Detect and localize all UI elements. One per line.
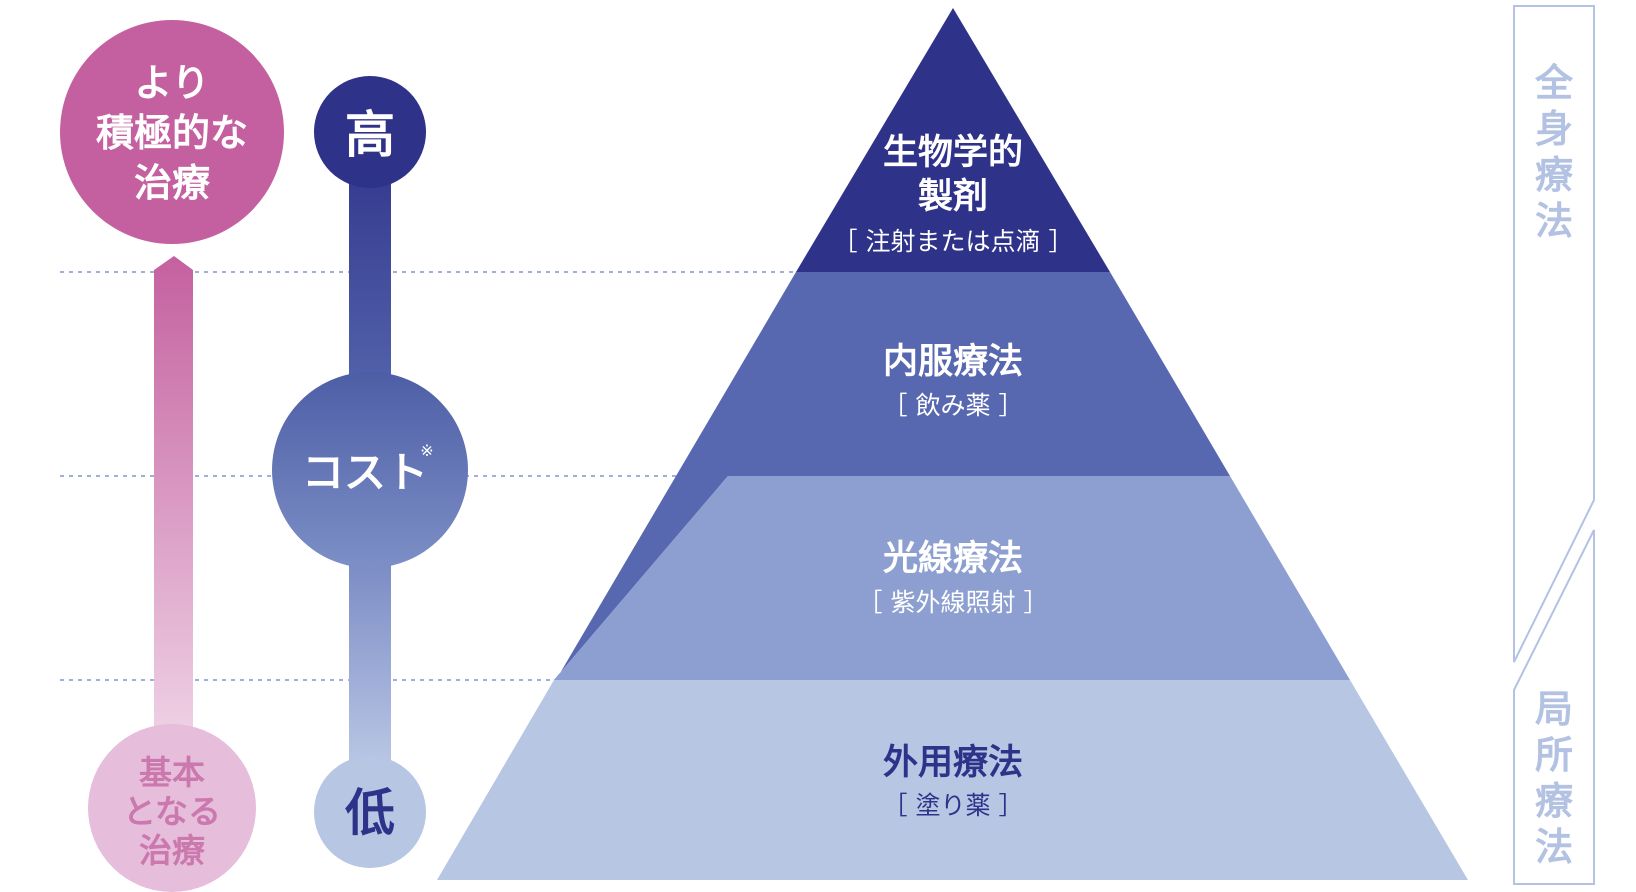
local-char-1: 局 [1535,687,1573,731]
tier-topical-title: 外用療法 [883,743,1023,783]
top-circle-active-treatment [60,20,284,244]
bottom-circle-line1: 基本 [139,753,205,792]
systemic-bracket [1513,5,1595,663]
pink-arrow-shaft [154,256,193,745]
top-circle-line1: より [134,61,209,105]
top-circle-line2: 積極的な [96,111,248,155]
tier-biologics-title-line2: 製剤 [918,177,988,217]
cost-label: コスト [302,448,428,497]
local-bracket [1513,529,1595,885]
local-char-3: 療 [1535,779,1574,823]
side-classification: 全 身 療 法 局 所 療 法 [1513,5,1595,885]
top-circle-line3: 治療 [134,161,211,205]
bottom-circle-line3: 治療 [139,831,206,870]
systemic-char-4: 法 [1535,199,1573,243]
tier-phototherapy-subtitle: ［ 紫外線照射 ］ [858,588,1049,617]
tier-biologics-title-line1: 生物学的 [883,132,1023,173]
bottom-circle-line2: となる [123,792,221,831]
tier-topical [437,680,1468,880]
systemic-char-3: 療 [1535,153,1574,197]
local-char-4: 法 [1535,825,1573,869]
tier-biologics-subtitle: ［ 注射または点滴 ］ [833,227,1074,256]
bottom-circle-basic-treatment [88,724,256,892]
tier-oral-subtitle: ［ 飲み薬 ］ [883,391,1024,420]
systemic-char-1: 全 [1534,61,1574,105]
cost-scale: 高 コスト ※ 低 [272,76,468,868]
tier-phototherapy [554,476,1350,680]
cost-low-label: 低 [345,784,395,842]
cost-note-mark: ※ [420,441,433,460]
tier-topical-subtitle: ［ 塗り薬 ］ [883,791,1024,820]
local-char-2: 所 [1535,733,1573,777]
tier-oral [676,272,1230,476]
tier-biologics [796,8,1110,272]
cost-high-label: 高 [345,106,395,164]
tier-phototherapy-title: 光線療法 [883,539,1023,579]
pyramid: 生物学的 製剤 ［ 注射または点滴 ］ 内服療法 ［ 飲み薬 ］ 光線療法 ［ … [437,8,1468,880]
cost-low-circle [314,756,426,868]
treatment-intensity-arrow: より 積極的な 治療 基本 となる 治療 [60,20,284,892]
cost-label-circle [272,372,468,568]
cost-high-circle [314,76,426,188]
systemic-char-2: 身 [1535,107,1573,151]
tier-oral-title: 内服療法 [883,342,1023,382]
